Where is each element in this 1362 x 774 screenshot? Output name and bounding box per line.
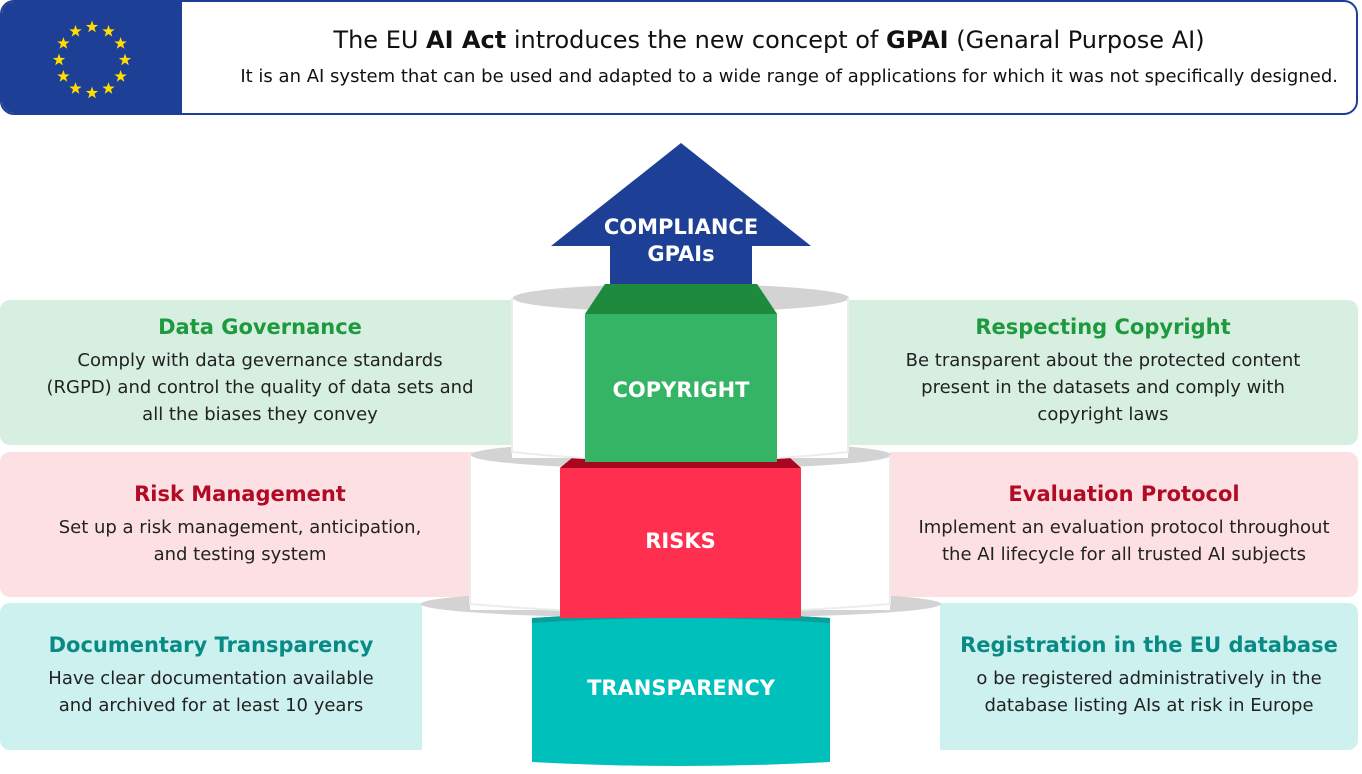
tier-label-copyright: COPYRIGHT xyxy=(612,378,750,402)
star-icon xyxy=(118,53,132,66)
panel-body: Have clear documentation available and a… xyxy=(48,668,374,716)
star-icon xyxy=(85,20,99,33)
tier-label-risks: RISKS xyxy=(645,529,716,553)
eu-flag xyxy=(2,2,182,113)
copyright-block-edge xyxy=(585,284,777,314)
star-icon xyxy=(57,70,70,82)
star-icon xyxy=(102,24,115,37)
star-icon xyxy=(69,82,82,94)
title-text: introduces the new concept of xyxy=(506,26,887,54)
transparency-block xyxy=(532,613,830,766)
panel-body: Comply with data gevernance standards (R… xyxy=(46,350,474,425)
compliance-arrow xyxy=(551,143,811,284)
header-banner: The EU AI Act introduces the new concept… xyxy=(0,0,1358,115)
panel-title: Registration in the EU database xyxy=(960,633,1338,657)
title-text: The EU xyxy=(333,26,427,54)
panel-evaluation-protocol: Evaluation Protocol Implement an evaluat… xyxy=(890,452,1358,597)
panel-respecting-copyright: Respecting Copyright Be transparent abou… xyxy=(848,300,1358,445)
star-icon xyxy=(114,37,127,49)
title-ai-act: AI Act xyxy=(426,26,507,54)
arrow-label-line1: COMPLIANCE xyxy=(603,215,759,239)
arrow-label: COMPLIANCE GPAIs xyxy=(551,214,811,268)
panel-title: Evaluation Protocol xyxy=(1008,482,1240,506)
header-subtitle: It is an AI system that can be used and … xyxy=(240,66,1338,87)
star-icon xyxy=(102,82,115,94)
title-gpai: GPAI xyxy=(886,26,949,54)
star-icon xyxy=(57,37,70,49)
panel-risk-management: Risk Management Set up a risk management… xyxy=(0,452,480,597)
panel-title: Documentary Transparency xyxy=(48,633,374,657)
panel-body: Set up a risk management, anticipation, … xyxy=(58,517,422,565)
panel-body: Implement an evaluation protocol through… xyxy=(918,517,1330,565)
panel-title: Respecting Copyright xyxy=(975,315,1231,339)
eu-stars-icon xyxy=(52,20,132,99)
copyright-block xyxy=(585,284,777,462)
panel-title: Risk Management xyxy=(134,482,346,506)
panel-data-governance: Data Governance Comply with data geverna… xyxy=(0,300,520,445)
panel-title: Data Governance xyxy=(158,315,362,339)
arrow-label-line2: GPAIs xyxy=(647,242,715,266)
panel-body: o be registered administratively in the … xyxy=(976,668,1322,716)
tier-label-transparency: TRANSPARENCY xyxy=(587,676,775,700)
star-icon xyxy=(114,70,127,82)
star-icon xyxy=(69,24,82,37)
star-icon xyxy=(85,86,99,99)
panel-documentary-transparency: Documentary Transparency Have clear docu… xyxy=(0,603,422,750)
risks-block xyxy=(560,458,801,618)
panel-registration: Registration in the EU database o be reg… xyxy=(940,603,1358,750)
star-icon xyxy=(52,53,66,66)
panel-body: Be transparent about the protected conte… xyxy=(905,350,1301,425)
title-text: (Genaral Purpose AI) xyxy=(948,26,1205,54)
header-title: The EU AI Act introduces the new concept… xyxy=(182,26,1356,54)
